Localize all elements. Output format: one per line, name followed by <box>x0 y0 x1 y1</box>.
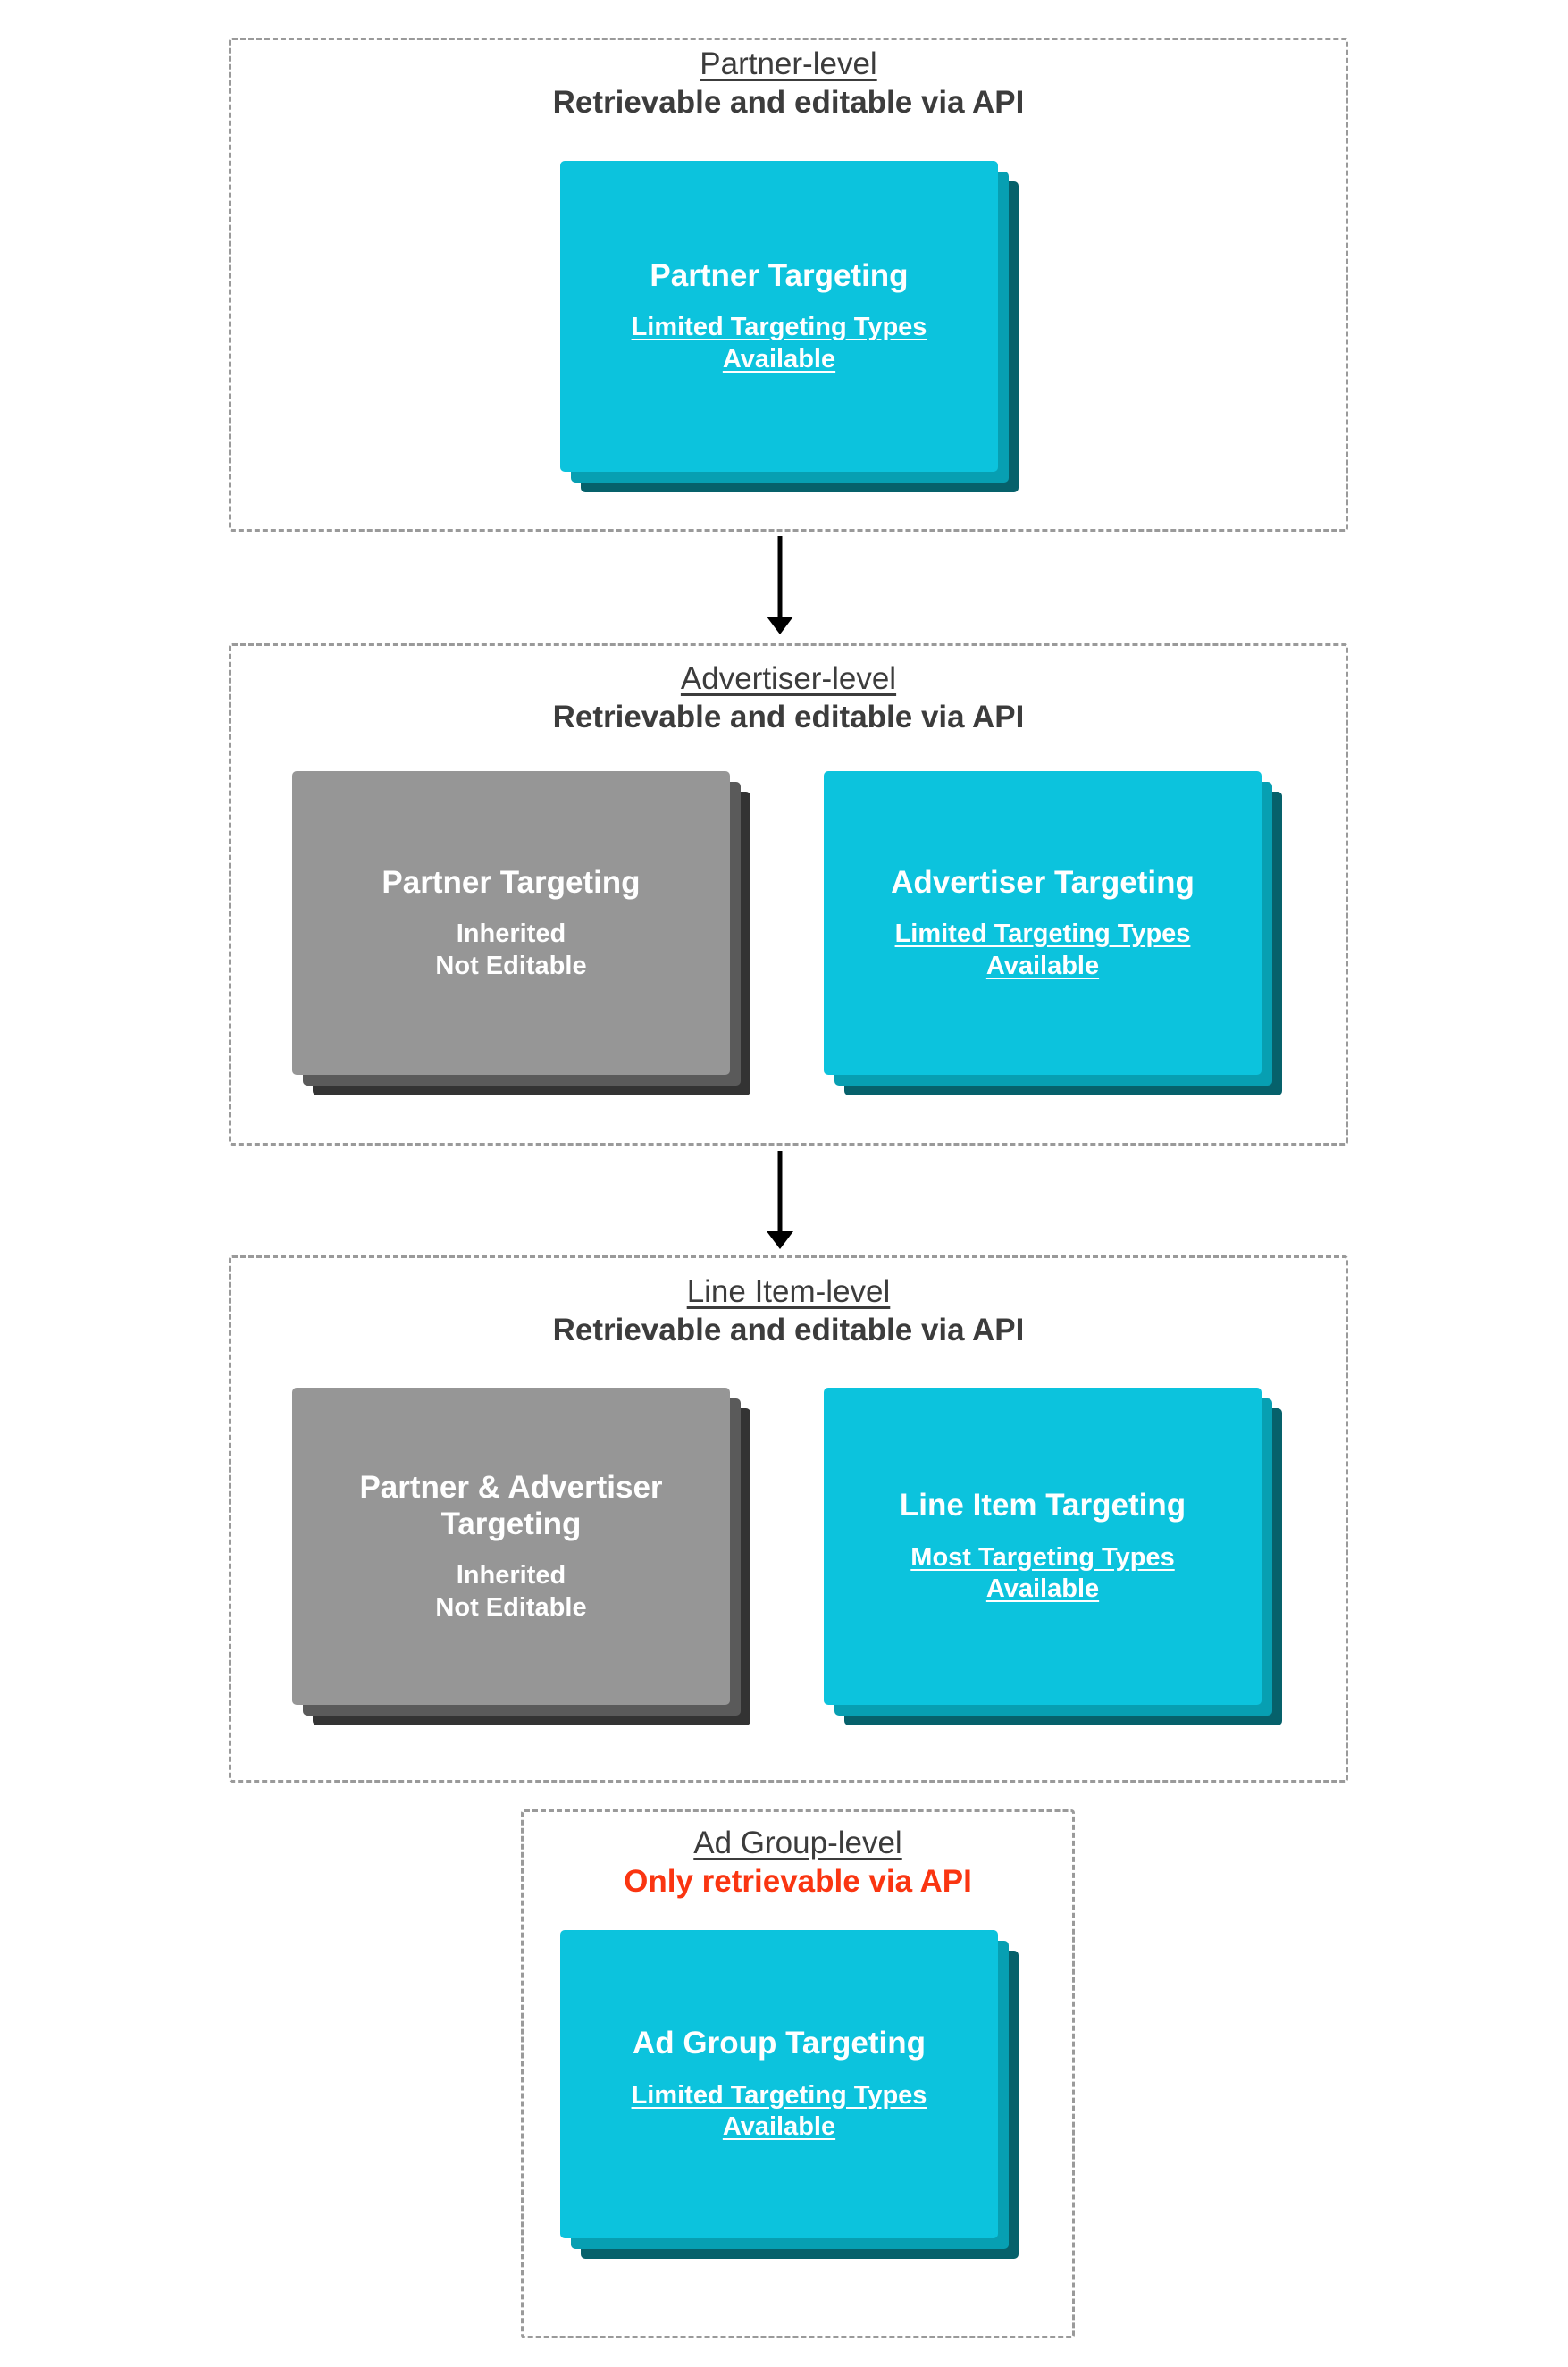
card-face-advertiser-targeting: Advertiser Targeting Limited Targeting T… <box>824 771 1262 1075</box>
card-subtitle-line-2: Available <box>985 1574 1100 1604</box>
card-subtitle-line-1: Limited Targeting Types <box>631 313 927 342</box>
level-box-line-item <box>229 1255 1348 1783</box>
card-subtitle-line-1: Limited Targeting Types <box>631 2080 927 2110</box>
card-subtitle: Most Targeting Types Available <box>910 1542 1174 1606</box>
card-stack-ad-group-targeting[interactable]: Ad Group Targeting Limited Targeting Typ… <box>560 1930 1019 2279</box>
card-title: Ad Group Targeting <box>633 2026 926 2061</box>
level-title-line-item: Line Item-level <box>686 1274 891 1309</box>
card-front-layer: Partner Targeting Limited Targeting Type… <box>560 161 998 472</box>
level-title-partner: Partner-level <box>700 46 877 81</box>
arrow-advertiser-to-line-item <box>764 1151 796 1249</box>
card-subtitle: Limited Targeting Types Available <box>632 2080 927 2144</box>
level-subtitle-advertiser: Retrievable and editable via API <box>552 699 1025 734</box>
card-front-layer: Line Item Targeting Most Targeting Types… <box>824 1388 1262 1705</box>
card-subtitle: Limited Targeting Types Available <box>632 312 927 375</box>
card-face-partner-targeting: Partner Targeting Limited Targeting Type… <box>560 161 998 472</box>
card-subtitle-line-1: Limited Targeting Types <box>894 919 1191 949</box>
card-stack-partner-targeting[interactable]: Partner Targeting Limited Targeting Type… <box>560 161 1019 492</box>
card-front-layer: Advertiser Targeting Limited Targeting T… <box>824 771 1262 1075</box>
card-subtitle-line-2: Not Editable <box>435 951 587 980</box>
level-header-advertiser: Advertiser-level Retrievable and editabl… <box>229 661 1348 735</box>
card-stack-advertiser-inherited-partner[interactable]: Partner Targeting Inherited Not Editable <box>292 771 750 1115</box>
card-face-inherited-partner-targeting: Partner Targeting Inherited Not Editable <box>292 771 730 1075</box>
card-title: Advertiser Targeting <box>891 864 1195 900</box>
card-title: Partner Targeting <box>650 257 909 293</box>
card-subtitle-line-2: Available <box>985 951 1100 980</box>
level-box-ad-group <box>521 1809 1075 2338</box>
level-header-partner: Partner-level Retrievable and editable v… <box>229 46 1348 121</box>
level-box-advertiser <box>229 643 1348 1146</box>
card-stack-advertiser-targeting[interactable]: Advertiser Targeting Limited Targeting T… <box>824 771 1282 1115</box>
level-box-partner <box>229 38 1348 532</box>
level-title-advertiser: Advertiser-level <box>680 661 897 696</box>
arrow-partner-to-advertiser <box>764 536 796 634</box>
card-subtitle-line-1: Inherited <box>456 919 566 949</box>
card-front-layer: Partner & Advertiser Targeting Inherited… <box>292 1388 730 1705</box>
level-subtitle-partner: Retrievable and editable via API <box>552 84 1025 120</box>
card-subtitle-line-2: Available <box>722 344 836 374</box>
card-subtitle: Inherited Not Editable <box>435 919 586 982</box>
level-subtitle-line-item: Retrievable and editable via API <box>552 1312 1025 1347</box>
card-front-layer: Partner Targeting Inherited Not Editable <box>292 771 730 1075</box>
level-subtitle-ad-group: Only retrievable via API <box>624 1863 972 1899</box>
arrow-shaft <box>777 1151 783 1233</box>
card-title: Partner Targeting <box>382 864 641 900</box>
card-subtitle-line-2: Available <box>722 2112 836 2142</box>
level-title-ad-group: Ad Group-level <box>693 1826 902 1860</box>
card-subtitle-line-1: Most Targeting Types <box>910 1542 1175 1572</box>
card-stack-line-item-inherited[interactable]: Partner & Advertiser Targeting Inherited… <box>292 1388 750 1745</box>
card-title: Partner & Advertiser Targeting <box>359 1469 663 1542</box>
card-face-line-item-targeting: Line Item Targeting Most Targeting Types… <box>824 1388 1262 1705</box>
card-stack-line-item-targeting[interactable]: Line Item Targeting Most Targeting Types… <box>824 1388 1282 1745</box>
card-subtitle: Limited Targeting Types Available <box>895 919 1191 982</box>
card-face-ad-group-targeting: Ad Group Targeting Limited Targeting Typ… <box>560 1930 998 2238</box>
card-front-layer: Ad Group Targeting Limited Targeting Typ… <box>560 1930 998 2238</box>
level-header-line-item: Line Item-level Retrievable and editable… <box>229 1274 1348 1348</box>
card-face-inherited-partner-advertiser-targeting: Partner & Advertiser Targeting Inherited… <box>292 1388 730 1705</box>
card-subtitle: Inherited Not Editable <box>435 1560 586 1624</box>
arrow-shaft <box>777 536 783 618</box>
card-subtitle-line-1: Inherited <box>456 1561 566 1591</box>
level-header-ad-group: Ad Group-level Only retrievable via API <box>521 1826 1075 1900</box>
arrow-head-icon <box>767 1231 793 1249</box>
arrow-head-icon <box>767 617 793 634</box>
card-title: Line Item Targeting <box>899 1488 1186 1523</box>
card-subtitle-line-2: Not Editable <box>435 1592 587 1622</box>
